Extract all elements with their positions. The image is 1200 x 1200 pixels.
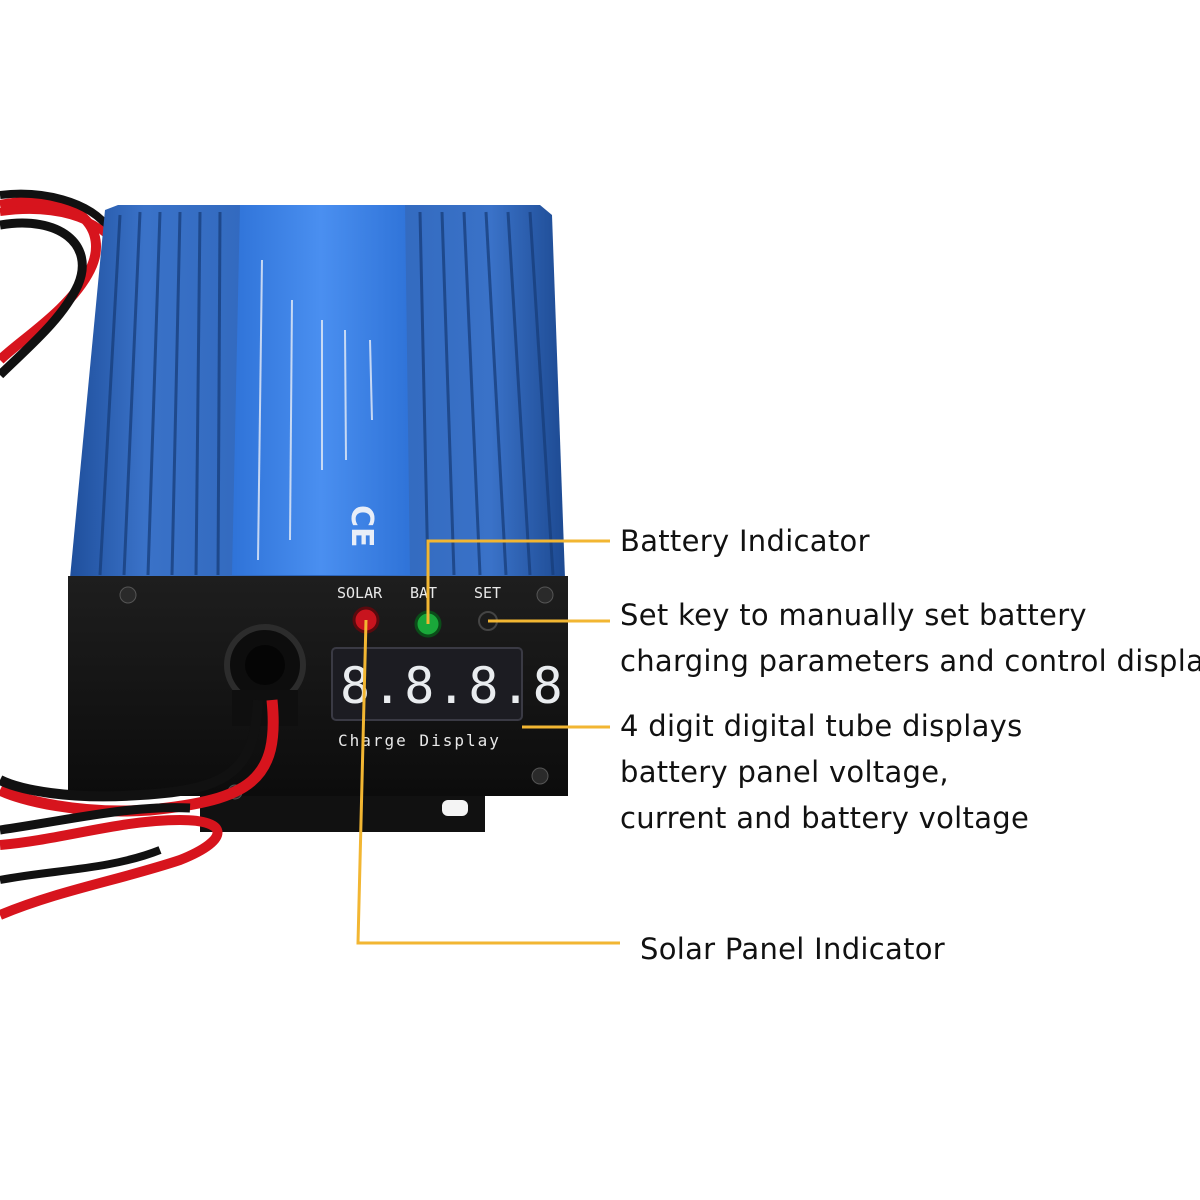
digital-display-callout: 4 digit digital tube displays battery pa…	[620, 703, 1029, 841]
solar-label: SOLAR	[337, 584, 383, 602]
lower-wires	[0, 699, 279, 920]
solar-callout-line	[356, 619, 620, 945]
ce-mark: CE	[344, 505, 379, 548]
display-line-1: 4 digit digital tube displays	[620, 709, 1023, 743]
battery-callout-line	[426, 539, 610, 624]
callout-lines	[356, 539, 620, 945]
battery-indicator-callout: Battery Indicator	[620, 518, 870, 564]
display-line-2: battery panel voltage,	[620, 755, 949, 789]
display-line-3: current and battery voltage	[620, 801, 1030, 835]
set-label: SET	[474, 584, 501, 602]
bat-label: BAT	[410, 584, 437, 602]
display-digits: 8.8.8.8	[340, 657, 565, 715]
set-key-line-1: Set key to manually set battery	[620, 598, 1087, 632]
set-key-line-2: charging parameters and control display	[620, 644, 1200, 678]
set-key-callout: Set key to manually set battery charging…	[620, 592, 1200, 684]
solar-indicator-text: Solar Panel Indicator	[640, 932, 946, 966]
display-caption: Charge Display	[338, 731, 501, 750]
controller-housing: CE	[70, 205, 565, 578]
cable-gland	[224, 624, 306, 726]
digital-display: 8.8.8.8	[331, 647, 565, 721]
battery-indicator-text: Battery Indicator	[620, 524, 870, 558]
solar-indicator-callout: Solar Panel Indicator	[640, 926, 945, 972]
